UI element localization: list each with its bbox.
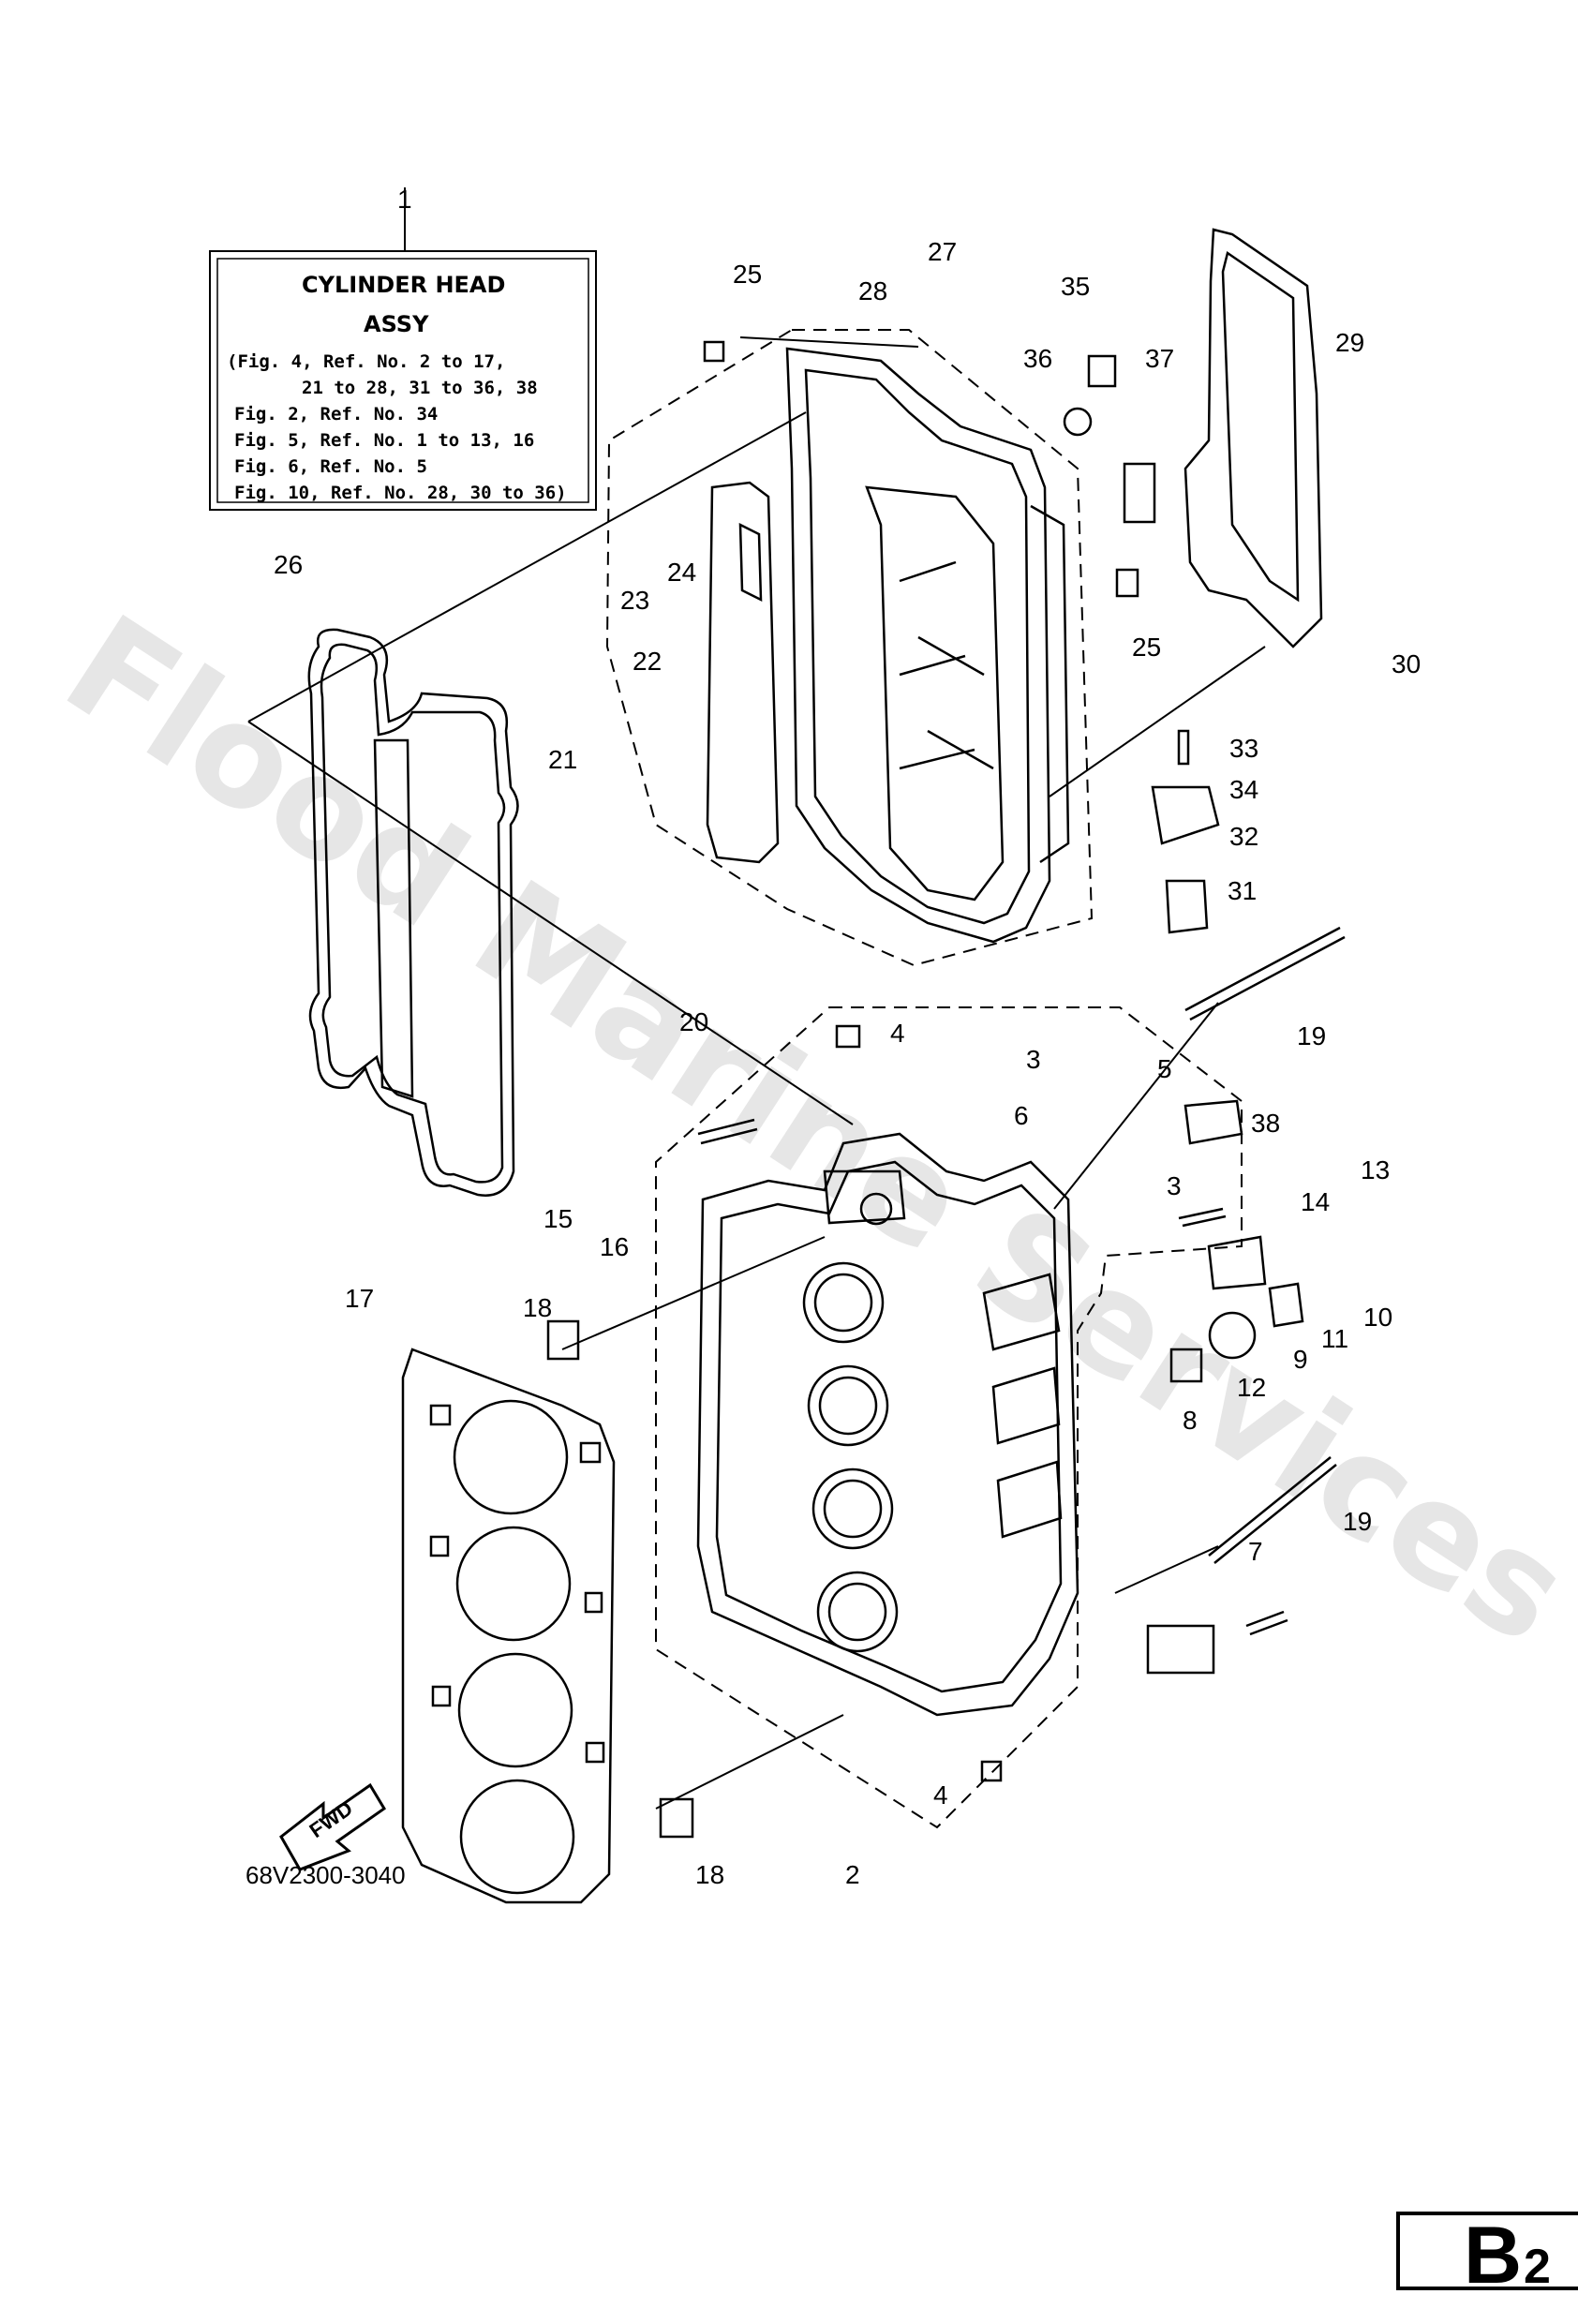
diagram-part-number: 68V2300-3040	[246, 1861, 406, 1889]
callout-labels: 2 3 3 4 4 5 6 7 8 9 10 11 12 13 14 15 16…	[274, 237, 1421, 1889]
callout-5: 5	[1157, 1054, 1172, 1083]
page-tag: B 2	[1396, 2211, 1578, 2301]
head-group-outline	[655, 1006, 1243, 1829]
callout-25a: 25	[733, 260, 762, 289]
callout-27: 27	[928, 237, 957, 266]
callout-24: 24	[667, 558, 696, 587]
callout-13: 13	[1361, 1155, 1390, 1184]
callout-35: 35	[1061, 272, 1090, 301]
studs-19	[697, 926, 1346, 1636]
callout-18a: 18	[523, 1293, 552, 1322]
bracket-29	[1123, 228, 1323, 648]
callout-3b: 3	[1167, 1171, 1182, 1200]
info-box-line-0: (Fig. 4, Ref. No. 2 to 17,	[227, 351, 505, 372]
callout-26: 26	[274, 550, 303, 579]
callout-11: 11	[1321, 1324, 1348, 1353]
callout-6: 6	[1014, 1101, 1029, 1130]
info-box-line-3: Fig. 5, Ref. No. 1 to 13, 16	[234, 430, 534, 451]
callout-19b: 19	[1343, 1507, 1372, 1536]
callout-19a: 19	[1297, 1021, 1326, 1050]
fwd-arrow-icon: FWD	[279, 1782, 387, 1871]
callout-31: 31	[1228, 876, 1257, 905]
callout-7: 7	[1248, 1537, 1263, 1566]
callout-34: 34	[1229, 775, 1258, 804]
callout-32: 32	[1229, 822, 1258, 851]
callout-17: 17	[345, 1284, 374, 1313]
page-tag-digit: 2	[1524, 2240, 1551, 2294]
info-box-line-4: Fig. 6, Ref. No. 5	[234, 456, 427, 477]
info-box-line-5: Fig. 10, Ref. No. 28, 30 to 36)	[234, 483, 567, 503]
callout-3a: 3	[1026, 1045, 1041, 1074]
callout-36: 36	[1023, 344, 1052, 373]
info-box: 1 CYLINDER HEAD ASSY (Fig. 4, Ref. No. 2…	[209, 185, 597, 511]
callout-25b: 25	[1132, 633, 1161, 662]
callout-23: 23	[620, 586, 649, 615]
callout-33: 33	[1229, 734, 1258, 763]
info-box-title-2: ASSY	[364, 311, 429, 337]
callout-29: 29	[1335, 328, 1364, 357]
callout-9: 9	[1293, 1345, 1308, 1374]
callout-37: 37	[1145, 344, 1174, 373]
callout-38: 38	[1251, 1109, 1280, 1138]
callout-1: 1	[397, 185, 412, 214]
callout-20: 20	[679, 1007, 708, 1036]
callout-14: 14	[1301, 1187, 1330, 1216]
housing-22	[706, 481, 780, 864]
callout-8: 8	[1183, 1406, 1198, 1435]
page-tag-letter: B	[1464, 2211, 1522, 2301]
callout-16: 16	[600, 1232, 629, 1261]
callout-2: 2	[845, 1860, 860, 1889]
callout-28: 28	[858, 276, 887, 305]
callout-22: 22	[633, 647, 662, 676]
callout-10: 10	[1363, 1303, 1392, 1332]
callout-4b: 4	[933, 1780, 948, 1810]
callout-12: 12	[1237, 1373, 1266, 1402]
head-gasket-17	[401, 1348, 616, 1904]
cover-group-outline	[605, 329, 1094, 967]
cover-gasket-26	[307, 628, 519, 1197]
rocker-cover-21	[785, 347, 1070, 944]
callout-30: 30	[1392, 649, 1421, 678]
info-box-title-1: CYLINDER HEAD	[302, 272, 505, 298]
info-box-line-2: Fig. 2, Ref. No. 34	[234, 404, 438, 425]
small-parts	[546, 340, 1304, 1839]
cylinder-head-2	[696, 1132, 1079, 1717]
info-box-line-1: 21 to 28, 31 to 36, 38	[302, 378, 538, 398]
callout-15: 15	[543, 1204, 573, 1233]
callout-4a: 4	[890, 1019, 905, 1048]
callout-18b: 18	[695, 1860, 724, 1889]
leader-lines	[247, 336, 1266, 1810]
callout-21: 21	[548, 745, 577, 774]
